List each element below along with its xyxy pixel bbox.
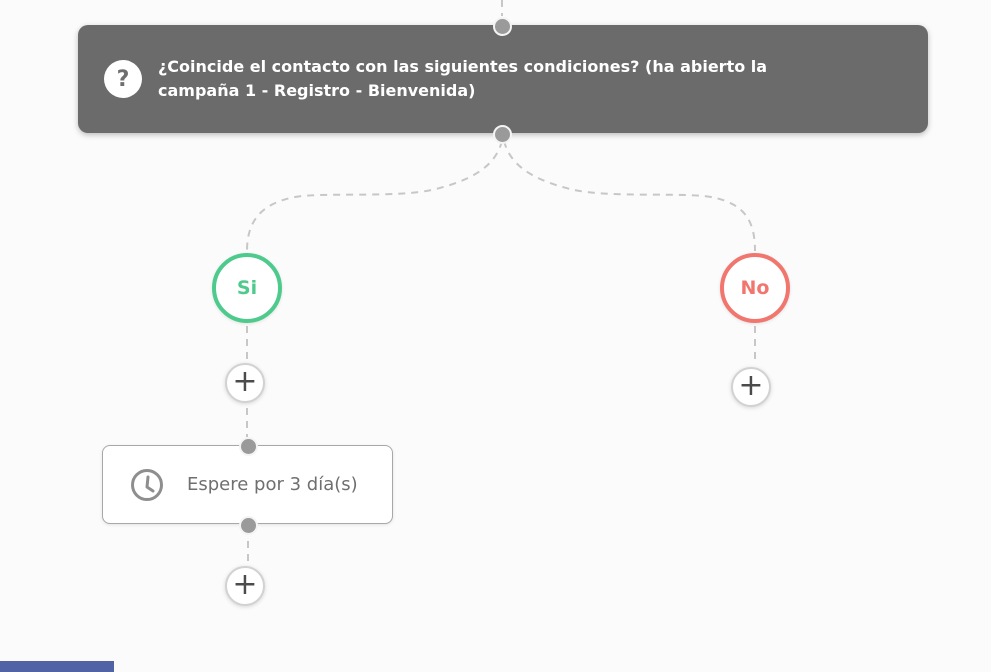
decision-label-line2: campaña 1 - Registro - Bienvenida) xyxy=(158,81,476,100)
bottom-left-blue-bar xyxy=(0,661,114,672)
add-event-no-button[interactable]: + xyxy=(731,367,771,407)
decision-label-line1: ¿Coincide el contacto con las siguientes… xyxy=(158,57,768,76)
add-event-yes-button[interactable]: + xyxy=(225,363,265,403)
decision-bottom-anchor[interactable] xyxy=(493,125,512,144)
no-branch-connector xyxy=(503,140,756,252)
wait-node-label: Espere por 3 día(s) xyxy=(187,474,358,495)
plus-icon: + xyxy=(232,363,258,399)
add-event-after-wait-button[interactable]: + xyxy=(225,566,265,606)
clock-icon xyxy=(131,468,163,501)
no-branch-anchor[interactable]: No xyxy=(720,253,790,323)
yes-branch-connector xyxy=(246,140,503,252)
decision-node-label: ¿Coincide el contacto con las siguientes… xyxy=(158,55,767,103)
decision-top-anchor[interactable] xyxy=(493,17,512,36)
wait-top-anchor[interactable] xyxy=(239,437,258,456)
yes-branch-anchor[interactable]: Si xyxy=(212,253,282,323)
wait-node[interactable]: Espere por 3 día(s) xyxy=(102,445,393,524)
question-icon: ? xyxy=(104,60,142,98)
question-icon-glyph: ? xyxy=(116,66,130,92)
plus-icon: + xyxy=(232,566,258,602)
decision-node[interactable]: ? ¿Coincide el contacto con las siguient… xyxy=(78,25,928,133)
no-branch-label: No xyxy=(740,277,770,299)
plus-icon: + xyxy=(738,367,764,403)
wait-bottom-anchor[interactable] xyxy=(239,516,258,535)
yes-branch-label: Si xyxy=(236,277,258,299)
